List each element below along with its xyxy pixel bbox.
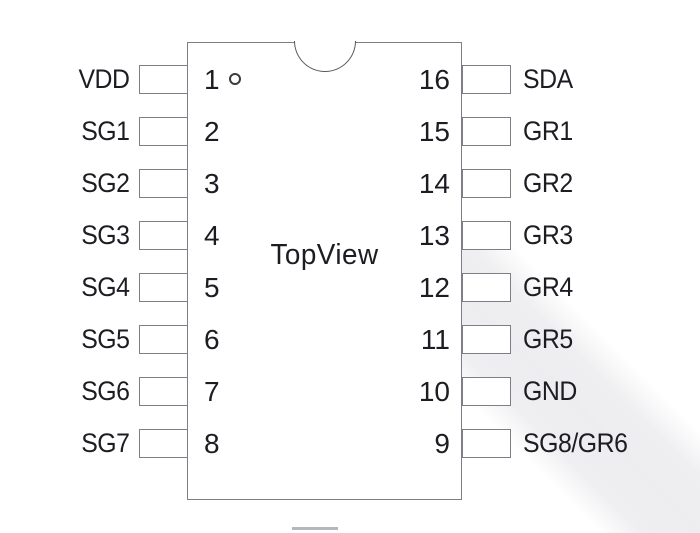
pin-label-sg3: SG3 [81, 220, 131, 250]
package-notch-icon [293, 41, 356, 72]
pin-number-16: 16 [418, 64, 450, 95]
pin-number-3: 3 [204, 168, 220, 199]
pin-rect-right-9 [462, 429, 511, 458]
pin-label-gr3: GR3 [523, 220, 573, 250]
pin-rect-left-6 [139, 325, 188, 354]
pin-number-15: 15 [418, 116, 450, 147]
pin-rect-left-3 [139, 169, 188, 198]
pin-label-sg8-gr6: SG8/GR6 [523, 428, 628, 458]
pin-rect-left-4 [139, 221, 188, 250]
top-view-caption: TopView [270, 239, 379, 271]
pin-label-sg5: SG5 [81, 324, 131, 354]
pin-label-sg1: SG1 [81, 116, 131, 146]
pin-label-gr5: GR5 [523, 324, 573, 354]
pin-label-vdd: VDD [78, 64, 131, 94]
pin-number-8: 8 [204, 428, 220, 459]
pin-rect-right-13 [462, 221, 511, 250]
pin-label-sg7: SG7 [81, 428, 131, 458]
pin-number-10: 10 [418, 376, 450, 407]
pin-rect-left-7 [139, 377, 188, 406]
pin-label-sg2: SG2 [81, 168, 131, 198]
pin-label-sg4: SG4 [81, 272, 131, 302]
pin-number-9: 9 [434, 428, 450, 459]
pin-number-13: 13 [418, 220, 450, 251]
pin-number-7: 7 [204, 376, 220, 407]
pin-rect-right-11 [462, 325, 511, 354]
pin-rect-right-10 [462, 377, 511, 406]
pin-label-gr2: GR2 [523, 168, 573, 198]
pin-number-5: 5 [204, 272, 220, 303]
pin-rect-right-14 [462, 169, 511, 198]
pin-rect-right-16 [462, 65, 511, 94]
pin-rect-left-2 [139, 117, 188, 146]
pin-rect-left-1 [139, 65, 188, 94]
pin-rect-right-15 [462, 117, 511, 146]
pin-number-6: 6 [204, 324, 220, 355]
pin-rect-right-12 [462, 273, 511, 302]
pin1-dot-icon [229, 73, 241, 85]
pin-label-gr4: GR4 [523, 272, 573, 302]
pin-label-gr1: GR1 [523, 116, 573, 146]
pin-label-sg6: SG6 [81, 376, 131, 406]
pin-label-gnd: GND [523, 376, 577, 406]
bottom-edge-tick [292, 527, 338, 530]
pin-number-4: 4 [204, 220, 220, 251]
pin-number-2: 2 [204, 116, 220, 147]
notch-edge-mask [295, 40, 354, 43]
pin-number-12: 12 [418, 272, 450, 303]
pin-rect-left-8 [139, 429, 188, 458]
pin-rect-left-5 [139, 273, 188, 302]
pin-number-11: 11 [420, 324, 450, 355]
pin-number-1: 1 [204, 64, 220, 95]
pin-number-14: 14 [418, 168, 450, 199]
pin-label-sda: SDA [523, 64, 573, 94]
ic-package-body [187, 40, 462, 500]
